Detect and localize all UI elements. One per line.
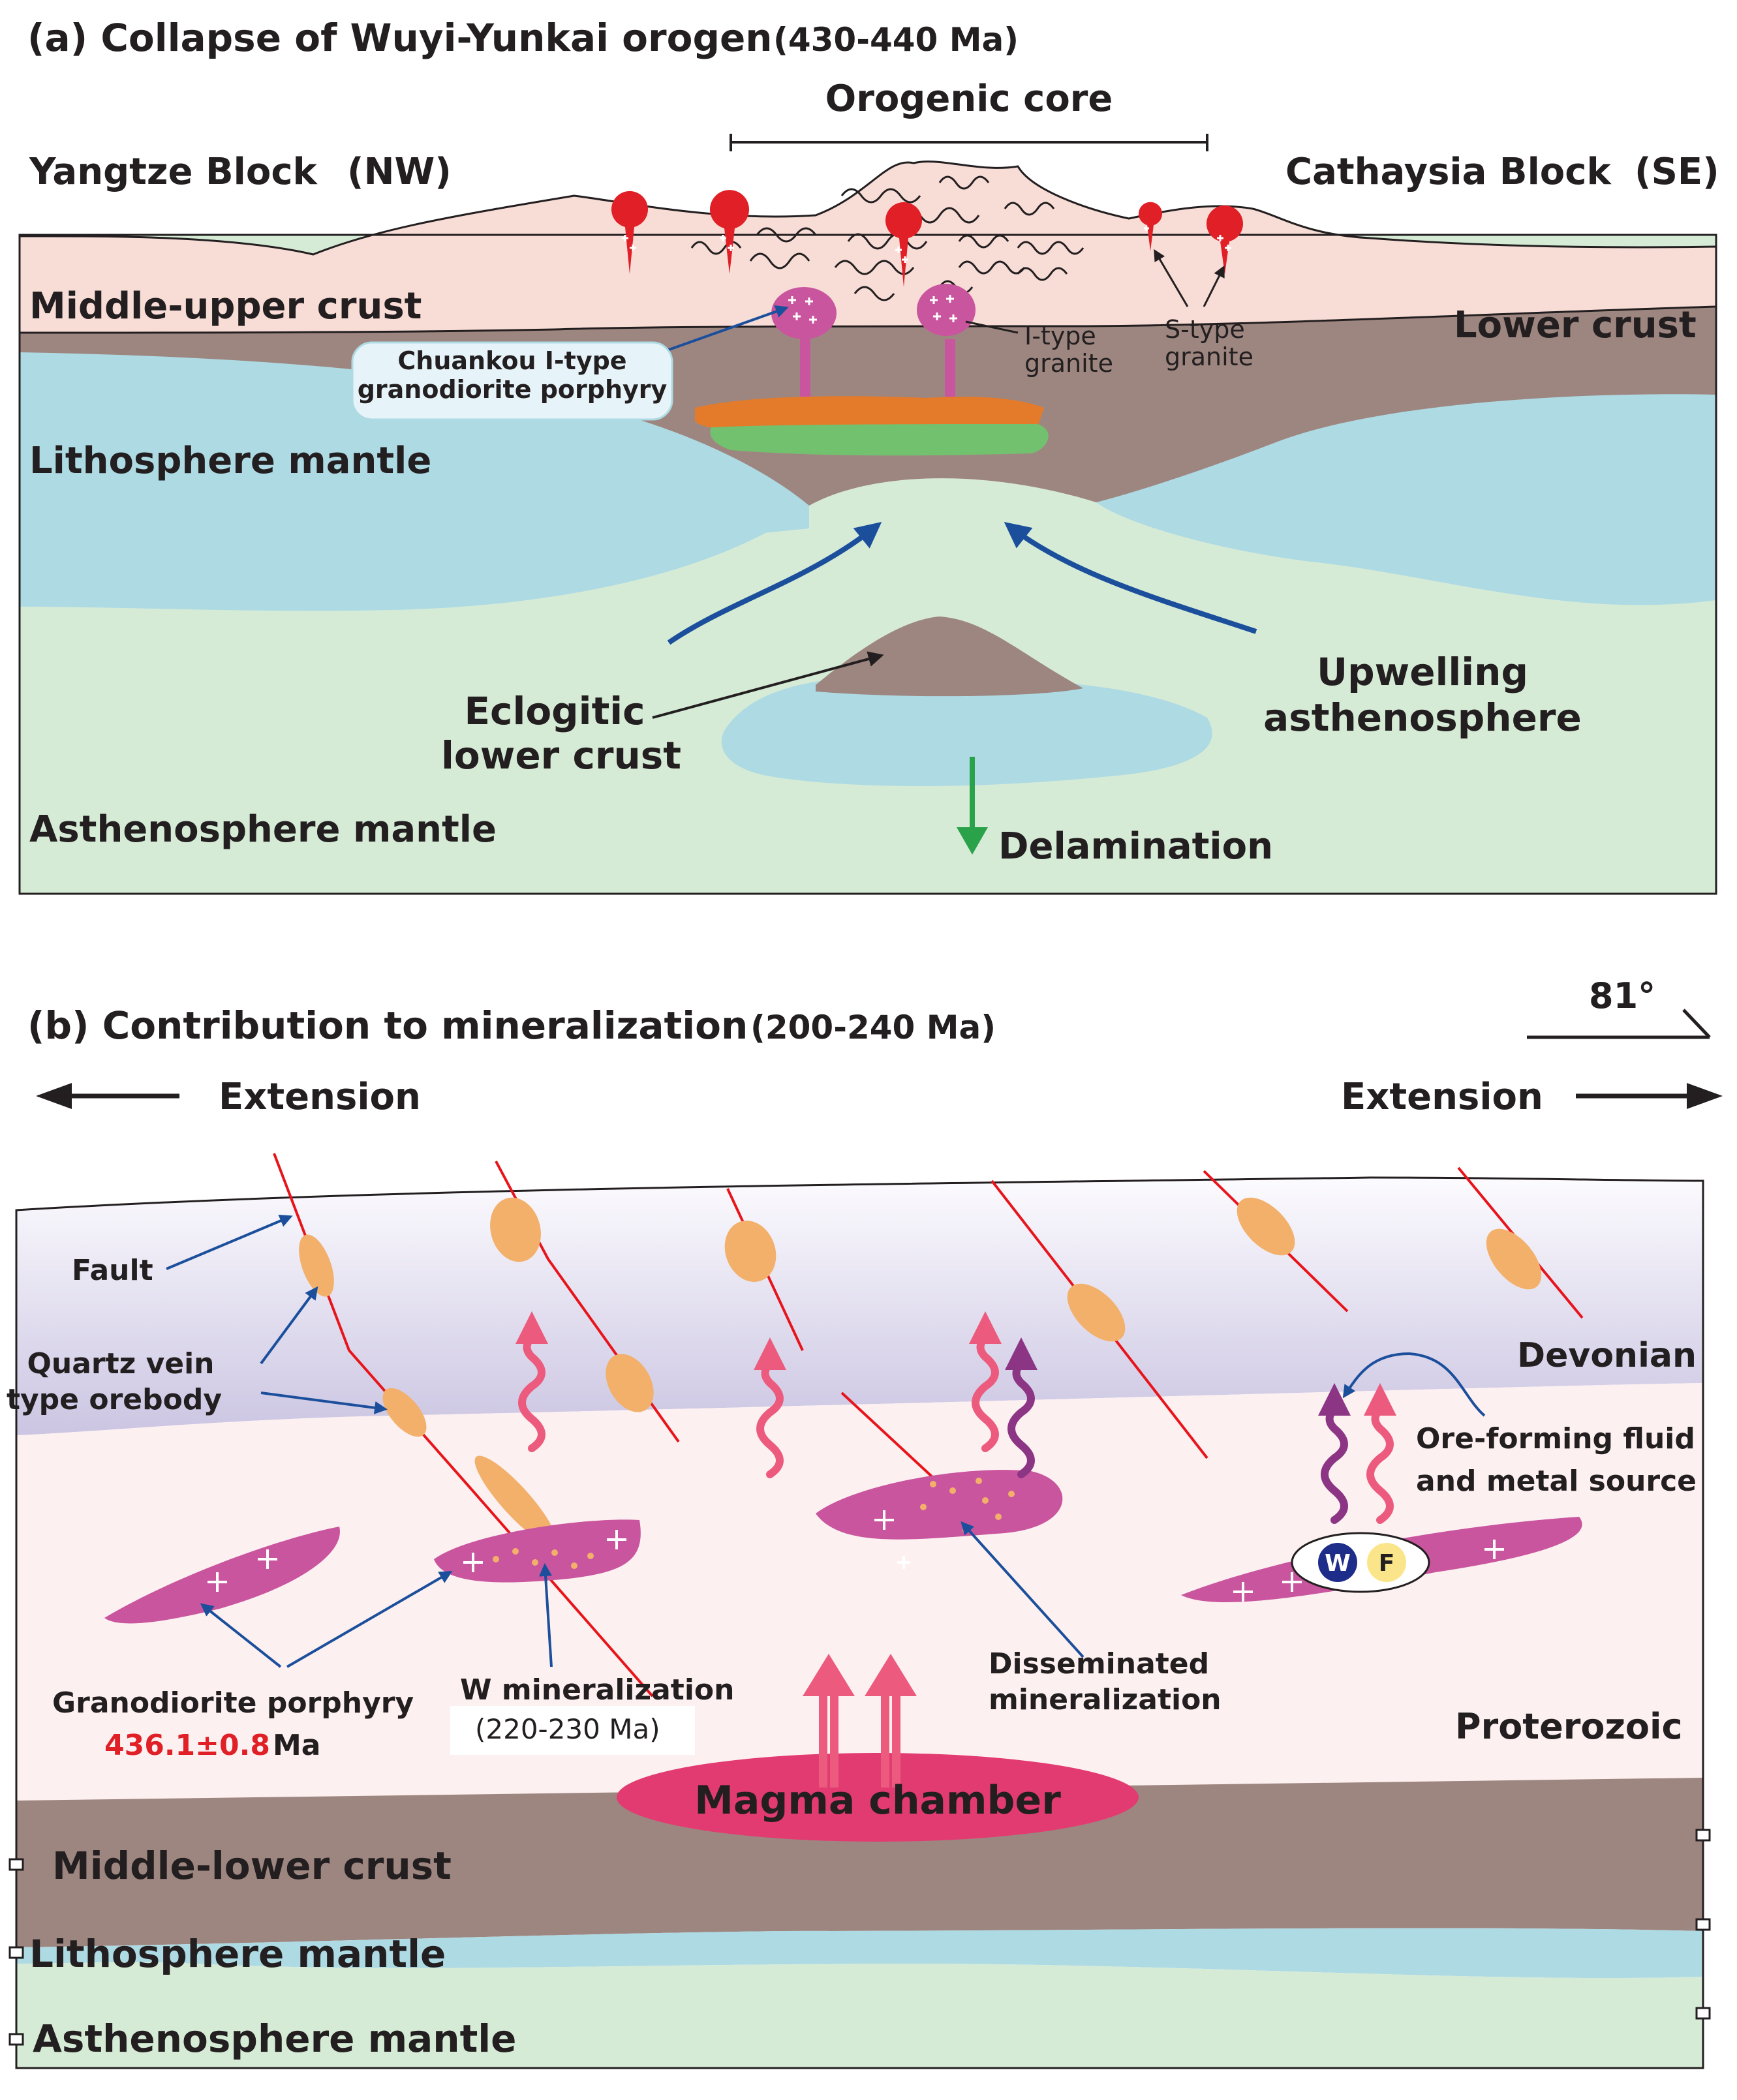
panel-b-title: (b) Contribution to mineralization: [27, 1003, 748, 1048]
eclogitic-lower-crust-blob: [816, 616, 1083, 697]
stype-leader-2: [1203, 265, 1225, 307]
panel-a-title: (a) Collapse of Wuyi-Yunkai orogen: [27, 16, 773, 60]
eclogitic-leader: [652, 651, 884, 719]
chuankou-label-line1: Chuankou I-type: [397, 346, 626, 375]
fluid-arrows: [518, 1333, 1394, 1524]
w-min-age-box: [450, 1706, 695, 1755]
upwelling-arrow-left: [667, 521, 882, 645]
w-symbol-text: W: [1325, 1550, 1351, 1577]
asthenosphere-mantle-label-a: Asthenosphere mantle: [29, 808, 497, 851]
angle-label: 81°: [1589, 975, 1655, 1016]
magma-up-arrows: [803, 1654, 917, 1788]
stype-label-line1: S-type: [1165, 315, 1245, 344]
upwelling-label-line1: Upwelling: [1317, 650, 1528, 694]
ore-fluid-label-line2: and metal source: [1416, 1465, 1697, 1498]
middle-lower-crust-layer: [16, 1778, 1703, 1947]
chuankou-leader: [652, 305, 789, 357]
tungsten-icon: [1318, 1543, 1357, 1582]
chuankou-label-box: [351, 341, 673, 421]
granodiorite-age-value: 436.1±0.8: [104, 1729, 270, 1762]
itype-label-line1: I-type: [1024, 322, 1096, 350]
panel-b-leaders: [166, 1214, 1486, 1668]
w-mineralization-label: W mineralization: [460, 1673, 734, 1707]
lithosphere-mantle-label-b: Lithosphere mantle: [29, 1932, 446, 1976]
extension-right-label: Extension: [1341, 1076, 1543, 1118]
magma-chamber: [617, 1753, 1139, 1842]
i-type-granite-diapirs: [771, 284, 976, 398]
magma-chamber-label: Magma chamber: [694, 1778, 1061, 1823]
quartz-vein-orebodies: [299, 1197, 1542, 1545]
fluorine-icon: [1367, 1543, 1406, 1582]
w-f-source-symbol: W F: [1291, 1532, 1430, 1593]
extension-right-arrow: [1576, 1083, 1723, 1109]
lower-crust-label: Lower crust: [1454, 304, 1697, 346]
panel-b-frame: [15, 1176, 1704, 2069]
lithosphere-mantle-layer-b: [16, 1928, 1703, 1979]
panel-b-age: (200-240 Ma): [750, 1009, 996, 1046]
orange-magma-layer: [695, 396, 1044, 433]
granodiorite-age-unit: Ma: [273, 1729, 320, 1762]
s-type-granite-drops: [611, 190, 1244, 287]
orogenic-core-bracket: [730, 134, 1208, 151]
middle-upper-crust-label: Middle-upper crust: [29, 285, 422, 327]
proterozoic-layer: [16, 1383, 1703, 1801]
devonian-label: Devonian: [1517, 1336, 1697, 1375]
quartz-vein-label-line2: type orebody: [7, 1383, 222, 1416]
upwelling-zone: [809, 478, 1096, 652]
panel-b: W F: [7, 975, 1723, 2069]
angle-symbol: [1527, 1009, 1711, 1039]
extension-left-label: Extension: [219, 1076, 421, 1118]
porphyry-crosses: [208, 1510, 1504, 1602]
frame-break-marks: [8, 1829, 1711, 2046]
itype-label-line2: granite: [1024, 349, 1113, 378]
itype-leader: [965, 320, 1019, 334]
quartz-vein-label-line1: Quartz vein: [27, 1347, 214, 1380]
disseminated-label-line2: mineralization: [989, 1683, 1222, 1716]
middle-lower-crust-label: Middle-lower crust: [52, 1844, 452, 1888]
orogenic-core-label: Orogenic core: [825, 78, 1113, 120]
lithosphere-mantle-label-a: Lithosphere mantle: [29, 440, 431, 482]
f-symbol-text: F: [1379, 1550, 1395, 1577]
delamination-label: Delamination: [998, 825, 1273, 868]
nw-label: (NW): [347, 151, 452, 193]
se-label: (SE): [1635, 151, 1719, 193]
yangtze-block-label: Yangtze Block: [29, 151, 318, 193]
eclogitic-label-line1: Eclogitic: [464, 689, 645, 733]
upwelling-arrow-right: [1004, 522, 1257, 634]
extension-left-arrow: [36, 1083, 179, 1109]
panel-a-age: (430-440 Ma): [773, 21, 1019, 59]
panel-a: (a) Collapse of Wuyi-Yunkai orogen (430-…: [18, 16, 1719, 895]
w-mineralization-age: (220-230 Ma): [475, 1713, 660, 1745]
delamination-arrow-head: [957, 827, 988, 855]
green-underplate-layer: [710, 424, 1049, 456]
fluid-arrow-heads: [515, 1311, 1396, 1416]
asthenosphere-mantle-layer-b: [16, 1962, 1703, 2068]
asthenosphere-mantle-label-b: Asthenosphere mantle: [33, 2016, 517, 2061]
delaminated-lithosphere-blob: [721, 676, 1212, 786]
cathaysia-block-label: Cathaysia Block: [1285, 151, 1612, 193]
stype-label-line2: granite: [1165, 342, 1253, 371]
proterozoic-label: Proterozoic: [1455, 1706, 1683, 1747]
granodiorite-label: Granodiorite porphyry: [52, 1686, 414, 1720]
disseminated-label-line1: Disseminated: [989, 1647, 1209, 1681]
chuankou-label-line2: granodiorite porphyry: [358, 375, 668, 404]
stype-leader-1: [1154, 249, 1189, 307]
ore-fluid-label-line1: Ore-forming fluid: [1416, 1422, 1695, 1455]
eclogitic-label-line2: lower crust: [441, 733, 681, 778]
upwelling-label-line2: asthenosphere: [1263, 695, 1582, 740]
panel-a-frame: [18, 234, 1717, 895]
fault-label: Fault: [72, 1254, 153, 1287]
